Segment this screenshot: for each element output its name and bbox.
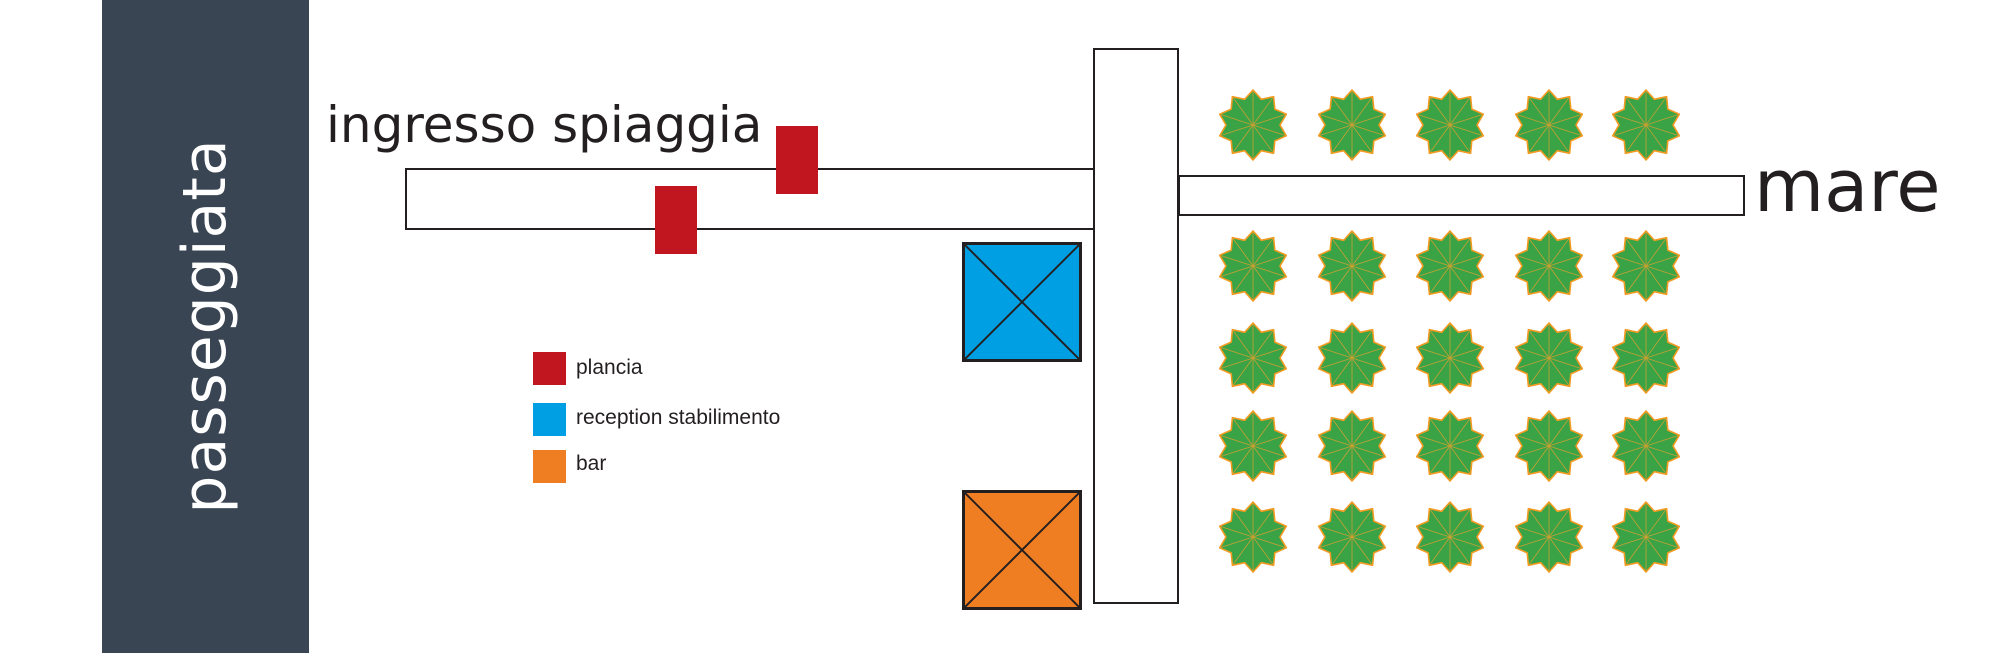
entrance-path (405, 168, 1095, 230)
beach-umbrella (1513, 322, 1585, 394)
main-walkway (1093, 48, 1179, 604)
beach-umbrella (1610, 501, 1682, 573)
beach-umbrella (1610, 89, 1682, 161)
legend-swatch-plancia (533, 352, 566, 385)
beach-umbrella (1217, 501, 1289, 573)
beach-umbrella (1513, 410, 1585, 482)
board-lower (655, 186, 697, 254)
beach-umbrella (1217, 322, 1289, 394)
board-upper (776, 126, 818, 194)
beach-umbrella (1610, 230, 1682, 302)
beach-umbrella (1414, 410, 1486, 482)
beach-umbrella (1414, 322, 1486, 394)
beach-umbrella (1610, 410, 1682, 482)
beach-umbrella (1217, 410, 1289, 482)
beach-umbrella (1513, 230, 1585, 302)
beach-umbrella (1316, 501, 1388, 573)
promenade-label: passeggiata (170, 138, 240, 514)
legend-label-plancia: plancia (576, 356, 643, 379)
beach-umbrella (1316, 89, 1388, 161)
legend-label-reception: reception stabilimento (576, 406, 781, 429)
beach-umbrella (1414, 501, 1486, 573)
entrance-label: ingresso spiaggia (326, 96, 763, 154)
beach-umbrella (1414, 230, 1486, 302)
beach-umbrella (1217, 89, 1289, 161)
beach-umbrella (1513, 89, 1585, 161)
legend-swatch-bar (533, 450, 566, 483)
reception-building (962, 242, 1082, 362)
beach-umbrella (1414, 89, 1486, 161)
reception-cross (965, 245, 1079, 359)
legend-label-bar: bar (576, 452, 607, 475)
bar-building (962, 490, 1082, 610)
beach-umbrella (1610, 322, 1682, 394)
bar-cross (965, 493, 1079, 607)
sea-path (1178, 175, 1745, 216)
beach-umbrella (1316, 230, 1388, 302)
beach-umbrella (1316, 410, 1388, 482)
beach-umbrella (1316, 322, 1388, 394)
sea-label: mare (1754, 144, 1941, 228)
beach-umbrella (1513, 501, 1585, 573)
beach-umbrella (1217, 230, 1289, 302)
promenade-strip (102, 0, 309, 653)
legend-swatch-reception (533, 403, 566, 436)
